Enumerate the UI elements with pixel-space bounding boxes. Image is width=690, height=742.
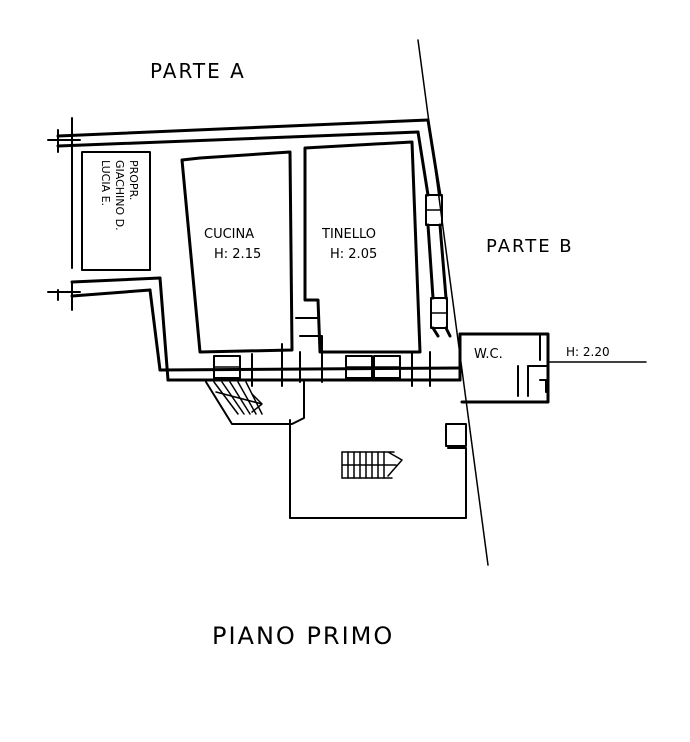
neighbour-label-line2: GIACHINO D. xyxy=(113,160,126,231)
wc-label: W.C. xyxy=(474,347,503,362)
exterior-wall-left xyxy=(148,276,170,382)
staircase-landing xyxy=(341,451,403,479)
window-bottom-2 xyxy=(345,355,373,379)
neighbour-label-line3: LUCIA E. xyxy=(99,160,112,206)
window-bottom-3 xyxy=(373,355,401,379)
neighbour-label-line1: PROPR. xyxy=(127,160,140,200)
wc-door xyxy=(517,365,529,397)
window-right-lower xyxy=(430,297,448,329)
tinello-label: TINELLO xyxy=(321,227,376,242)
room-cucina-walls xyxy=(180,150,294,354)
neighbour-label: PROPR. GIACHINO D. LUCIA E. xyxy=(99,160,140,231)
exterior-wall-top xyxy=(56,118,430,148)
cucina-label: CUCINA xyxy=(204,227,254,242)
room-tinello-walls xyxy=(303,140,422,354)
landing-box xyxy=(445,423,467,447)
parte-b-label: PARTE B xyxy=(486,236,574,257)
room-wc-walls xyxy=(458,332,550,404)
parte-a-label: PARTE A xyxy=(150,59,246,83)
wc-height: H: 2.20 xyxy=(566,345,610,359)
door-jambs xyxy=(251,343,431,387)
window-right-upper xyxy=(425,194,443,226)
exterior-wall-bottom xyxy=(158,366,462,382)
exterior-wall-right xyxy=(416,118,442,197)
floor-title: PIANO PRIMO xyxy=(212,622,394,650)
cucina-height: H: 2.15 xyxy=(214,247,261,262)
neighbour-property-box xyxy=(81,151,151,271)
tinello-height: H: 2.05 xyxy=(330,247,377,262)
staircase-lower-left xyxy=(205,381,305,425)
window-bottom-1 xyxy=(213,355,241,379)
landing-area xyxy=(289,419,467,519)
